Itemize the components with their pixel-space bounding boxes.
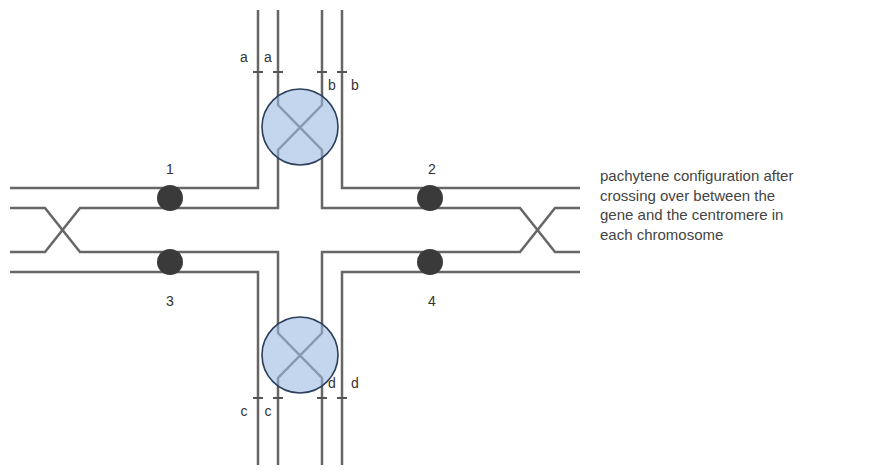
gene-label: c — [241, 404, 248, 419]
gene-label: c — [265, 404, 272, 419]
centromere — [417, 249, 443, 275]
gene-label: a — [240, 50, 248, 65]
centromere — [417, 185, 443, 211]
chromatid — [10, 10, 258, 188]
gene-tick — [317, 71, 327, 73]
centromere — [157, 185, 183, 211]
gene-tick — [337, 397, 347, 399]
gene-tick — [253, 397, 263, 399]
chromosome-number: 2 — [428, 162, 436, 177]
gene-tick — [337, 71, 347, 73]
gene-tick — [273, 71, 283, 73]
chromatid — [342, 272, 580, 465]
centromere — [157, 249, 183, 275]
chromosome-number: 1 — [166, 162, 174, 177]
gene-tick — [273, 397, 283, 399]
gene-label: b — [351, 78, 359, 93]
chromatid — [10, 272, 258, 465]
gene-label: b — [328, 78, 336, 93]
highlight-circles — [262, 89, 338, 393]
gene-label: d — [351, 376, 359, 391]
highlight-circle — [262, 89, 338, 165]
highlight-circle — [262, 317, 338, 393]
gene-label: a — [264, 50, 272, 65]
chromosome-number: 3 — [166, 294, 174, 309]
gene-tick — [253, 71, 263, 73]
chromatids — [10, 10, 580, 465]
gene-label: d — [328, 376, 336, 391]
gene-tick — [317, 397, 327, 399]
chromatid — [342, 10, 580, 188]
chromosome-number: 4 — [428, 294, 436, 309]
gene-ticks — [253, 72, 347, 398]
centromeres — [157, 185, 443, 275]
caption: pachytene configuration after crossing o… — [600, 166, 796, 244]
